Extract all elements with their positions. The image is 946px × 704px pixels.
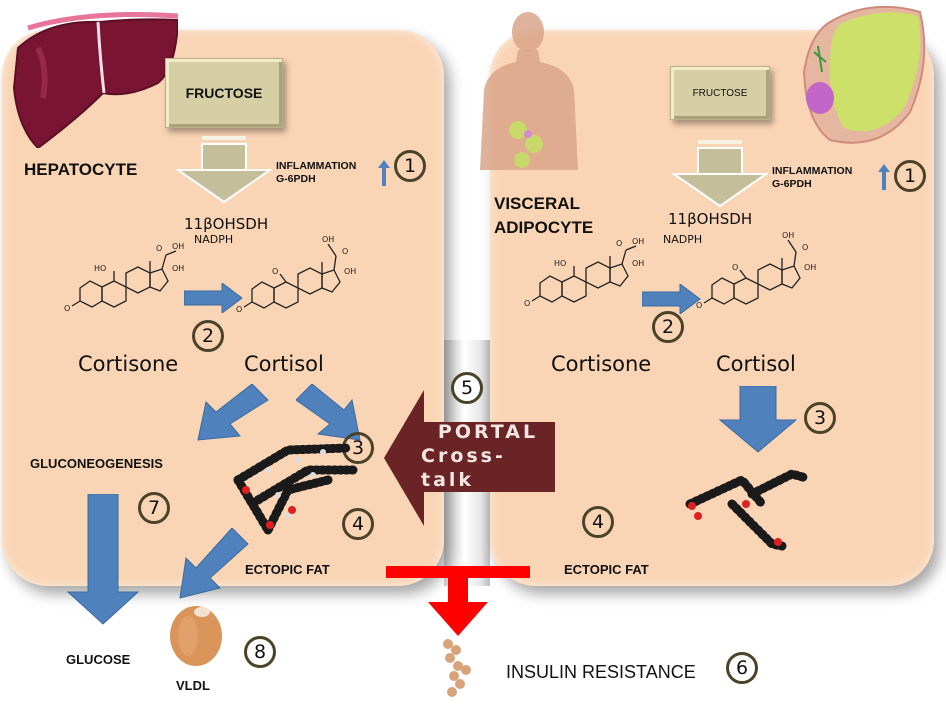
up-arrow-icon (378, 160, 390, 186)
svg-text:OH: OH (172, 264, 184, 273)
cortisone-label-right: Cortisone (551, 352, 652, 376)
inflammation-text: INFLAMMATION (276, 160, 357, 172)
portal-line-2: Cross-talk (421, 445, 506, 491)
cortisone-label-left: Cortisone (78, 352, 179, 376)
fructose-down-arrow-right (672, 140, 768, 208)
portal-arrowhead (384, 390, 424, 526)
svg-text:OH: OH (322, 235, 334, 244)
human-torso-icon (480, 12, 578, 170)
step-4-left: 4 (342, 508, 374, 540)
inflammation-label-right: INFLAMMATION G-6PDH (772, 165, 852, 191)
svg-text:O: O (342, 247, 348, 256)
cortisol-label-left: Cortisol (244, 352, 324, 376)
inhibition-arrow (386, 566, 530, 636)
glucose-label: GLUCOSE (66, 652, 131, 667)
arrow-to-ectopic-fat-right (718, 386, 798, 453)
svg-text:O: O (802, 243, 808, 252)
svg-text:OH: OH (782, 231, 794, 240)
hepatocyte-title: HEPATOCYTE (24, 160, 138, 179)
up-arrow-icon (878, 164, 890, 190)
cortisol-structure-right: O O OH O OH (696, 231, 816, 310)
step-1-left: 1 (394, 150, 426, 182)
svg-text:OH: OH (632, 238, 644, 246)
enzyme-label-left: 11βOHSDH (184, 215, 269, 233)
svg-text:O: O (732, 263, 738, 272)
step-7: 7 (138, 492, 170, 524)
ectopic-fat-label-right: ECTOPIC FAT (564, 562, 649, 577)
title-line-1: VISCERAL (494, 194, 580, 213)
svg-text:OH: OH (172, 243, 184, 251)
triglyceride-molecule-icon (233, 443, 358, 535)
svg-text:O: O (156, 244, 162, 253)
gluconeogenesis-label: GLUCONEOGENESIS (30, 456, 163, 471)
arrow-to-gluconeogenesis (197, 384, 269, 441)
inflammation-label-left: INFLAMMATION G-6PDH (276, 160, 356, 186)
svg-text:O: O (616, 239, 622, 248)
arrow-to-vldl (179, 528, 249, 599)
arrow-to-glucose (66, 494, 140, 625)
step-3-right: 3 (804, 402, 836, 434)
liver-icon (12, 12, 178, 148)
vldl-particle-icon (170, 606, 222, 666)
cortisol-structure: O O OH O OH (236, 235, 356, 314)
step-1-right: 1 (894, 160, 926, 192)
portal-cross-talk-box: PORTAL Cross-talk (421, 421, 555, 492)
step-5: 5 (451, 372, 483, 404)
step-2-right: 2 (652, 311, 684, 343)
step-8: 8 (244, 636, 276, 668)
cortisone-structure-right: O HO O OH OH (524, 238, 644, 308)
ectopic-fat-label-left: ECTOPIC FAT (245, 562, 330, 577)
cortisone-structure: O HO O OH OH (64, 243, 184, 313)
g6pdh-text: G-6PDH (276, 173, 316, 185)
fructose-label: FRUCTOSE (185, 85, 263, 101)
svg-text:O: O (696, 301, 702, 310)
nadph-label-left: NADPH (194, 233, 234, 246)
insulin-resistance-label: INSULIN RESISTANCE (506, 662, 696, 682)
insulin-molecule-icon (443, 639, 471, 697)
inflammation-text: INFLAMMATION (772, 165, 853, 177)
vldl-label: VLDL (176, 678, 210, 693)
svg-text:O: O (524, 299, 530, 308)
conversion-arrow-left (184, 283, 243, 313)
svg-text:HO: HO (94, 264, 106, 273)
step-2-left: 2 (192, 320, 224, 352)
title-line-2: ADIPOCYTE (494, 218, 594, 237)
svg-text:HO: HO (554, 259, 566, 268)
cortisol-label-right: Cortisol (716, 352, 796, 376)
fructose-box: FRUCTOSE (165, 58, 283, 128)
portal-line-1: PORTAL (437, 421, 539, 444)
arrow-to-ectopic-fat (296, 384, 361, 441)
svg-text:O: O (236, 305, 242, 314)
fructose-box-right: FRUCTOSE (670, 66, 770, 120)
fructose-down-arrow (176, 136, 272, 204)
svg-text:OH: OH (804, 263, 816, 272)
g6pdh-text: G-6PDH (772, 178, 812, 190)
svg-text:OH: OH (344, 267, 356, 276)
svg-text:O: O (272, 267, 278, 276)
visceral-adipocyte-title: VISCERAL ADIPOCYTE (494, 192, 593, 240)
conversion-arrow-right (642, 284, 701, 314)
triglyceride-molecule-icon (685, 469, 811, 551)
enzyme-label-right: 11βOHSDH (668, 210, 753, 228)
step-4-right: 4 (582, 506, 614, 538)
adipocyte-icon (802, 5, 926, 144)
svg-text:O: O (64, 304, 70, 313)
step-6: 6 (726, 652, 758, 684)
nadph-label-right: NADPH (663, 233, 703, 246)
svg-text:OH: OH (632, 259, 644, 268)
fructose-label-right: FRUCTOSE (692, 87, 748, 99)
